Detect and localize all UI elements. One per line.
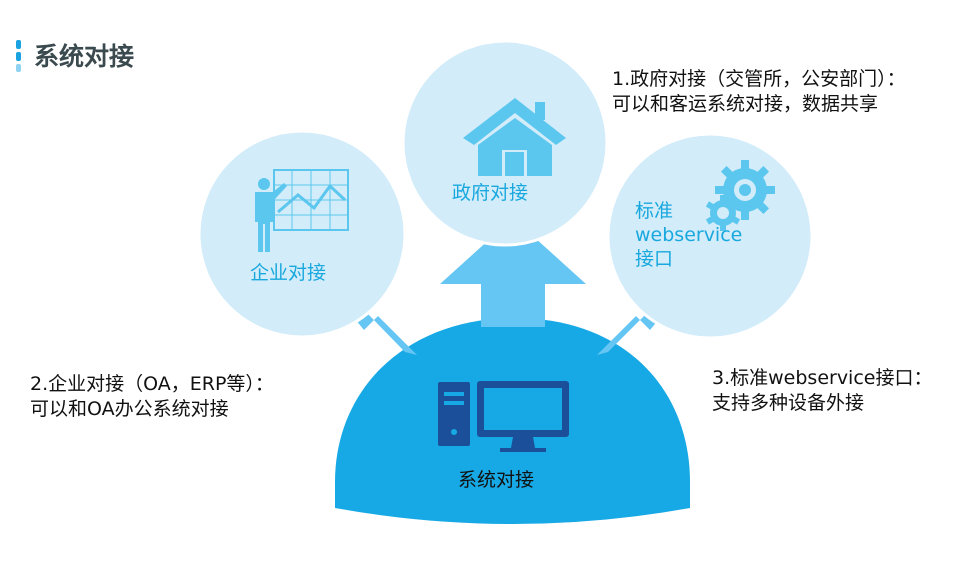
standard-node-label-line: 标准 [635, 200, 674, 222]
gears-icon [705, 160, 775, 231]
title-accent-segment [16, 64, 21, 72]
standard-node-label-line: 接口 [635, 248, 674, 270]
center-node-label: 系统对接 [458, 469, 535, 491]
arrow-up [440, 218, 586, 327]
standard-note-text: 支持多种设备外接 [712, 392, 865, 414]
title-accent-segment [16, 52, 21, 61]
enterprise-node-label: 企业对接 [250, 262, 327, 284]
presenter-figure [255, 178, 287, 252]
computer-icon [438, 381, 569, 452]
enterprise-circle [197, 129, 407, 339]
standard-note: 3.标准webservice接口： 支持多种设备外接 [712, 366, 932, 416]
page-title: 系统对接 [34, 42, 135, 71]
enterprise-note-text: 可以和OA办公系统对接 [30, 398, 229, 420]
title-accent-segment [16, 40, 21, 49]
government-node-label: 政府对接 [452, 182, 529, 204]
title-accent-bar [16, 40, 22, 72]
government-note-text: 可以和客运系统对接，数据共享 [612, 93, 879, 115]
enterprise-note: 2.企业对接（OA，ERP等）： 可以和OA办公系统对接 [30, 372, 274, 422]
standard-node-label: 标准 webservice 接口 [635, 199, 742, 271]
government-note-heading: 1.政府对接（交管所，公安部门）： [612, 68, 906, 90]
house-icon [463, 98, 566, 176]
node-circles [197, 39, 814, 340]
government-note: 1.政府对接（交管所，公安部门）： 可以和客运系统对接，数据共享 [612, 67, 906, 117]
enterprise-note-heading: 2.企业对接（OA，ERP等）： [30, 373, 274, 395]
presentation-chart-icon [273, 169, 349, 231]
standard-node-label-line: webservice [635, 224, 743, 246]
standard-note-heading: 3.标准webservice接口： [712, 367, 933, 389]
